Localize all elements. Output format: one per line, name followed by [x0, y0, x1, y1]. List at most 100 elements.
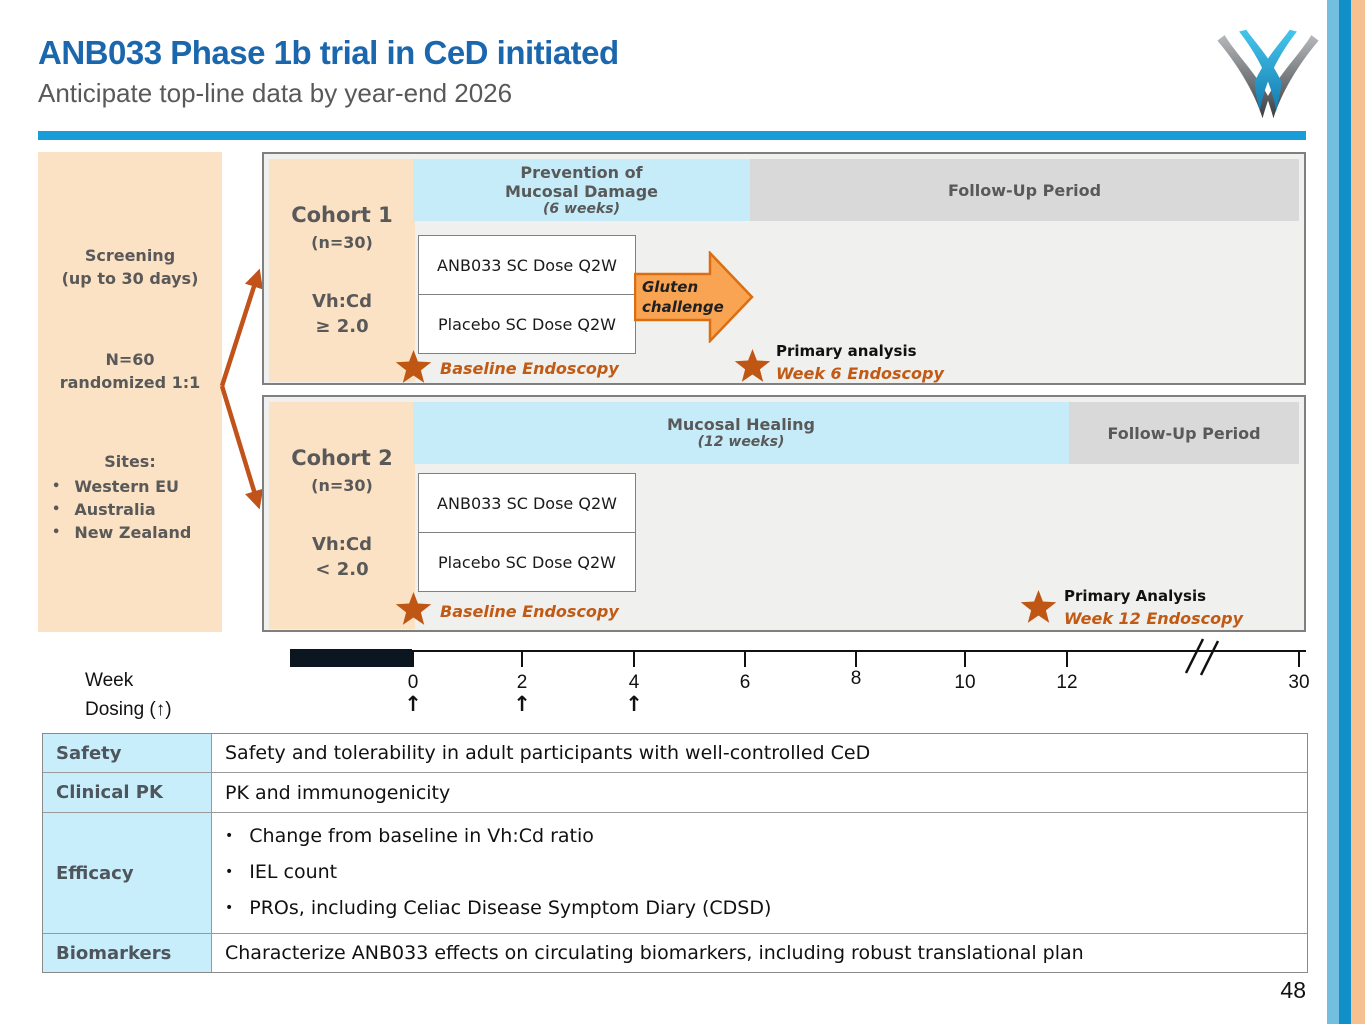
randomization-arrows-icon	[219, 268, 264, 510]
cohort2-criteria: Vh:Cd < 2.0	[269, 532, 415, 582]
objectives-row-label: Clinical PK	[43, 773, 211, 812]
dosing-axis-label: Dosing (↑)	[85, 699, 172, 720]
week-tick-label: 2	[516, 672, 528, 693]
site-item: Australia	[52, 499, 191, 522]
edge-stripe-blue	[1339, 0, 1351, 1024]
edge-stripe-light-blue	[1327, 0, 1339, 1024]
cohort1-panel: Cohort 1 (n=30) Vh:Cd ≥ 2.0 Prevention o…	[262, 152, 1306, 385]
cohort1-criteria-line1: Vh:Cd	[311, 291, 373, 312]
up-arrow-icon: ↑	[625, 692, 643, 716]
screening-title-line2: (up to 30 days)	[61, 269, 199, 288]
week-tick-label: 6	[739, 672, 751, 693]
screening-box: Screening (up to 30 days) N=60 randomize…	[38, 152, 222, 632]
tick-mark	[1066, 650, 1068, 667]
cohort2-primary-analysis-label: Primary Analysis	[1064, 587, 1207, 605]
gluten-challenge-label: Gluten challenge	[642, 277, 724, 317]
gluten-challenge-line2: challenge	[642, 298, 724, 316]
cohort2-anb033-arm: ANB033 SC Dose Q2W	[418, 473, 636, 533]
star-icon	[734, 349, 771, 382]
week-axis-label: Week	[85, 670, 134, 691]
efficacy-bullet: PROs, including Celiac Disease Symptom D…	[225, 896, 1307, 922]
cohort1-treatment-band: Prevention of Mucosal Damage (6 weeks)	[413, 159, 750, 221]
star-icon	[395, 350, 432, 383]
screening-randomization: N=60 randomized 1:1	[38, 348, 222, 394]
cohort2-box: Cohort 2 (n=30) Vh:Cd < 2.0	[269, 402, 415, 629]
cohort1-name: Cohort 1	[291, 203, 393, 227]
screening-title: Screening (up to 30 days)	[38, 244, 222, 290]
tick-mark	[1298, 650, 1300, 667]
up-arrow-icon: ↑	[404, 692, 422, 716]
efficacy-bullet: IEL count	[225, 860, 1307, 886]
week-tick-label: 8	[850, 668, 862, 689]
week-tick-label: 4	[628, 672, 640, 693]
cohort1-anb033-arm-label: ANB033 SC Dose Q2W	[437, 255, 617, 275]
cohort2-anb033-arm-label: ANB033 SC Dose Q2W	[437, 493, 617, 513]
objectives-table: Safety Safety and tolerability in adult …	[42, 733, 1308, 973]
cohort2-phase-line1: Mucosal Healing	[666, 415, 815, 434]
gluten-challenge-arrow-icon	[634, 251, 754, 343]
page-subtitle: Anticipate top-line data by year-end 202…	[38, 78, 513, 108]
cohort1-phase-line1: Prevention of	[520, 162, 643, 182]
star-icon	[1020, 590, 1057, 623]
cohort2-followup-label: Follow-Up Period	[1107, 423, 1261, 443]
cohort1-size: (n=30)	[311, 233, 373, 252]
tick-mark	[412, 650, 414, 667]
tick-mark	[744, 650, 746, 667]
tick-mark	[521, 650, 523, 667]
edge-stripe-orange	[1351, 0, 1365, 1024]
cohort2-size: (n=30)	[311, 476, 373, 495]
company-logo	[1217, 29, 1319, 119]
cohort2-primary-endoscopy-label: Week 12 Endoscopy	[1064, 609, 1244, 628]
efficacy-bullet: Change from baseline in Vh:Cd ratio	[225, 824, 1307, 850]
tick-mark	[633, 650, 635, 667]
page-number: 48	[1280, 977, 1306, 1003]
gluten-challenge-line1: Gluten	[642, 278, 699, 296]
cohort1-criteria: Vh:Cd ≥ 2.0	[269, 289, 415, 339]
objectives-row-content: Safety and tolerability in adult partici…	[212, 734, 1307, 772]
cohort2-criteria-line2: < 2.0	[315, 559, 369, 580]
cohort2-name: Cohort 2	[291, 446, 393, 470]
cohort1-primary-endoscopy-label: Week 6 Endoscopy	[776, 364, 944, 383]
cohort1-placebo-arm-label: Placebo SC Dose Q2W	[438, 314, 616, 334]
cohort2-baseline-endoscopy-label: Baseline Endoscopy	[440, 602, 619, 621]
objectives-row-label: Efficacy	[43, 813, 211, 933]
sites-list: Western EU Australia New Zealand	[52, 476, 191, 545]
cohort1-followup-band: Follow-Up Period	[750, 159, 1299, 221]
tick-mark	[855, 650, 857, 667]
cohort1-phase-duration: (6 weeks)	[543, 200, 620, 217]
objectives-text: Characterize ANB033 effects on circulati…	[225, 942, 1084, 964]
cohort1-criteria-line2: ≥ 2.0	[315, 316, 369, 337]
site-item: New Zealand	[52, 522, 191, 545]
page-title: ANB033 Phase 1b trial in CeD initiated	[38, 34, 619, 71]
timeline-axis	[412, 650, 1306, 652]
objectives-row-label: Biomarkers	[43, 934, 211, 972]
week-tick-label: 12	[1056, 672, 1078, 693]
objectives-text: PK and immunogenicity	[225, 781, 451, 804]
cohort1-phase-line2: Mucosal Damage	[504, 181, 658, 201]
cohort1-box: Cohort 1 (n=30) Vh:Cd ≥ 2.0	[269, 159, 415, 382]
up-arrow-icon: ↑	[513, 692, 531, 716]
cohort2-panel: Cohort 2 (n=30) Vh:Cd < 2.0 Mucosal Heal…	[262, 395, 1306, 632]
objectives-row-label: Safety	[43, 734, 211, 772]
week-tick-label: 10	[954, 672, 976, 693]
header-divider	[38, 131, 1306, 140]
cohort1-baseline-endoscopy-label: Baseline Endoscopy	[440, 359, 619, 378]
cohort2-treatment-band: Mucosal Healing (12 weeks)	[413, 402, 1069, 464]
site-item: Western EU	[52, 476, 191, 499]
screening-period-bar	[290, 649, 412, 667]
cohort2-placebo-arm-label: Placebo SC Dose Q2W	[438, 552, 616, 572]
cohort2-criteria-line1: Vh:Cd	[311, 534, 373, 555]
cohort1-anb033-arm: ANB033 SC Dose Q2W	[418, 235, 636, 295]
objectives-row-content: PK and immunogenicity	[212, 773, 1307, 812]
star-icon	[395, 592, 432, 625]
cohort1-placebo-arm: Placebo SC Dose Q2W	[418, 294, 636, 354]
cohort2-phase-duration: (12 weeks)	[697, 434, 785, 450]
objectives-text: Safety and tolerability in adult partici…	[225, 742, 871, 764]
week-tick-label: 0	[407, 672, 419, 693]
screening-title-line1: Screening	[84, 246, 176, 265]
axis-break-icon	[1184, 638, 1220, 676]
randomization-line2: randomized 1:1	[59, 373, 201, 392]
randomization-line1: N=60	[105, 350, 155, 369]
cohort2-placebo-arm: Placebo SC Dose Q2W	[418, 532, 636, 592]
